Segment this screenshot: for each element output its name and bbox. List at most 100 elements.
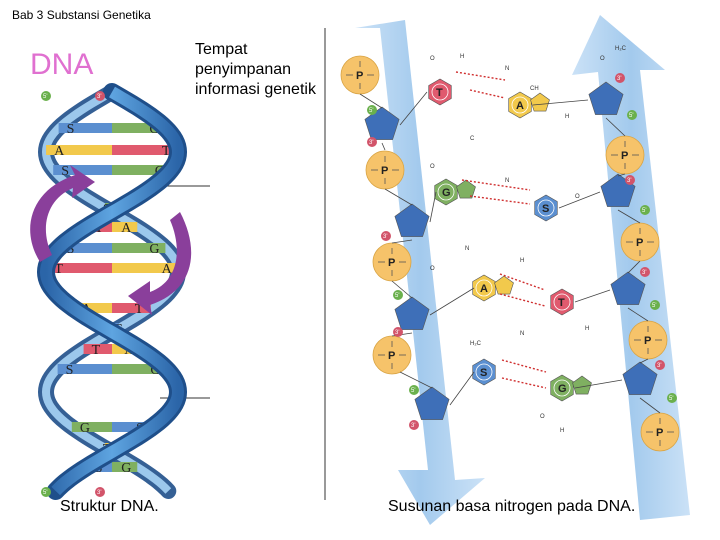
base-pair-left-bar xyxy=(71,422,112,432)
nitrogen-base: T xyxy=(428,78,452,106)
svg-text:A: A xyxy=(480,283,488,295)
strand-end-marker: 5' xyxy=(667,393,677,403)
chem-label: O xyxy=(575,194,580,200)
dna-title: DNA xyxy=(30,48,94,81)
phosphate-group: P xyxy=(340,55,380,95)
deoxyribose-sugar xyxy=(364,106,400,140)
svg-text:3': 3' xyxy=(369,140,373,146)
svg-text:P: P xyxy=(356,70,363,82)
base-pair-right-label: T xyxy=(162,144,171,159)
svg-text:5': 5' xyxy=(43,490,47,496)
glycosidic-bond xyxy=(429,287,475,316)
svg-text:5': 5' xyxy=(642,208,646,214)
base-pair-left-bar xyxy=(58,243,112,253)
chem-label: O xyxy=(430,266,435,272)
chem-label: O xyxy=(430,164,435,170)
phosphate-group: P xyxy=(372,242,412,282)
base-pair-left-bar xyxy=(73,303,112,313)
base-pair-left-label: S xyxy=(61,164,69,179)
nitrogen-base: S xyxy=(534,194,558,222)
svg-text:3': 3' xyxy=(383,234,387,240)
svg-text:P: P xyxy=(636,237,643,249)
svg-text:3': 3' xyxy=(642,270,646,276)
svg-text:3': 3' xyxy=(411,423,415,429)
base-pair-right-bar xyxy=(112,422,153,432)
deoxyribose-sugar xyxy=(622,361,658,395)
sugar-ring xyxy=(610,271,646,305)
backbone-bond xyxy=(391,280,413,299)
strand-end-marker: 3' xyxy=(625,175,635,185)
hydrogen-bond xyxy=(455,71,506,81)
glycosidic-bond xyxy=(429,191,437,223)
sugar-ring xyxy=(622,361,658,395)
svg-text:P: P xyxy=(388,257,395,269)
phosphate-group: P xyxy=(640,412,680,452)
base-pair-right-label: A xyxy=(121,221,132,236)
chem-label: H xyxy=(520,258,524,264)
chem-label: H xyxy=(565,114,569,120)
strand-end-marker: 3' xyxy=(615,73,625,83)
svg-text:P: P xyxy=(381,165,388,177)
base-pair-left-bar xyxy=(46,145,112,155)
strand-end-marker: 5' xyxy=(393,290,403,300)
rotation-arrow-left xyxy=(30,165,95,262)
backbone-bond xyxy=(391,239,413,244)
strand-end-marker: 5' xyxy=(650,300,660,310)
svg-text:3': 3' xyxy=(97,490,101,496)
base-pair-left-bar xyxy=(46,263,112,273)
dna-description: Tempat penyimpanan informasi genetik xyxy=(195,40,316,100)
svg-text:5': 5' xyxy=(369,108,373,114)
base-pair-left-bar xyxy=(83,344,112,354)
sugar-ring xyxy=(394,296,430,330)
backbone-bond xyxy=(617,209,641,224)
base-pair-right-bar xyxy=(112,145,178,155)
base-pair-left-label: S xyxy=(66,363,74,378)
chem-label: H₂C xyxy=(615,46,627,52)
svg-text:G: G xyxy=(558,383,567,395)
hydrogen-bond xyxy=(469,195,531,205)
glycosidic-bond xyxy=(399,91,428,126)
base-pair-right-label: G xyxy=(121,461,131,476)
base-pair-right-label: A xyxy=(162,262,173,277)
base-pair-left-label: S xyxy=(67,122,75,137)
glycosidic-bond xyxy=(574,289,611,303)
glycosidic-bond xyxy=(449,371,475,406)
nitrogen-base: G xyxy=(550,374,592,402)
svg-text:3': 3' xyxy=(617,76,621,82)
svg-text:3': 3' xyxy=(627,178,631,184)
strand-end-marker: 3' xyxy=(381,231,391,241)
description-line-1: Tempat xyxy=(195,41,248,58)
chem-label: N xyxy=(505,66,509,72)
glycosidic-bond xyxy=(574,379,623,389)
base-pair-left-bar xyxy=(58,123,112,133)
base-pair-right-bar xyxy=(112,222,138,232)
sugar-ring xyxy=(414,386,450,420)
svg-text:S: S xyxy=(542,203,549,215)
deoxyribose-sugar xyxy=(414,386,450,420)
base-pair-left-label: S xyxy=(67,242,75,257)
strand-end-marker: 3' xyxy=(640,267,650,277)
description-line-3: informasi genetik xyxy=(195,81,316,98)
base-pair-right-bar xyxy=(112,462,138,472)
chem-label: CH xyxy=(530,86,539,92)
svg-text:5': 5' xyxy=(411,388,415,394)
strand-end-3-top: 3' xyxy=(95,91,105,101)
hydrogen-bond xyxy=(501,377,547,389)
base-pair-right-label: G xyxy=(149,242,159,257)
strand-arrow-down xyxy=(355,20,485,525)
chem-label: N xyxy=(505,178,509,184)
base-pair-right-bar xyxy=(112,165,171,175)
hydrogen-bond xyxy=(461,179,531,191)
backbone-bond xyxy=(381,142,386,151)
svg-text:3': 3' xyxy=(395,330,399,336)
base-pair-left-label: G xyxy=(80,421,90,436)
base-pair-right-bar xyxy=(112,243,166,253)
strand-arrow-up xyxy=(572,15,690,520)
strand-end-marker: 3' xyxy=(409,420,419,430)
chem-label: H xyxy=(585,326,589,332)
svg-text:A: A xyxy=(516,100,524,112)
base-pair-left-label: T xyxy=(92,343,101,358)
base-pair-right-bar xyxy=(112,303,151,313)
description-line-2: penyimpanan xyxy=(195,61,292,78)
strand-end-5-bottom: 5' xyxy=(41,487,51,497)
